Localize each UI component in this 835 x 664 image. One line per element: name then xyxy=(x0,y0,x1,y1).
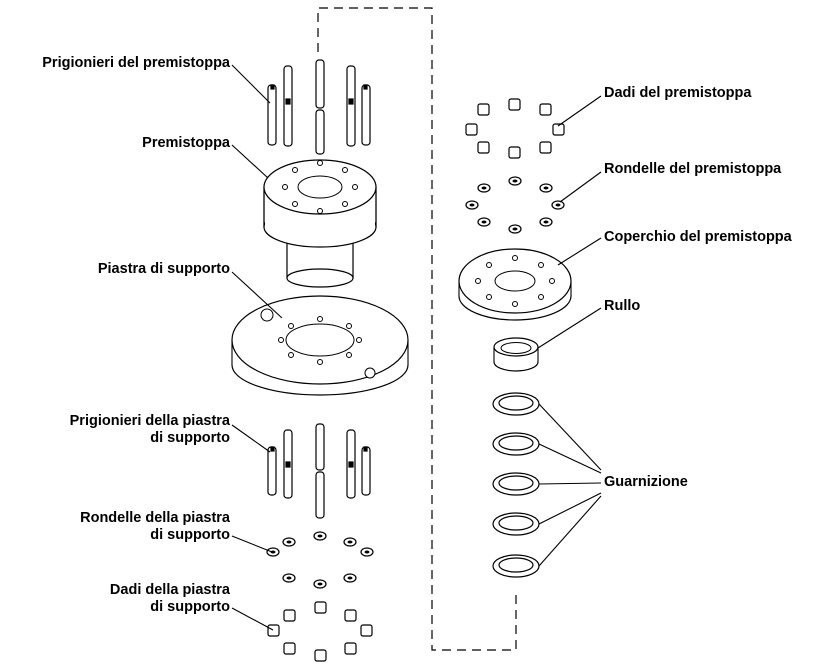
label-support-plate-washers-line2: di supporto xyxy=(150,527,230,543)
label-support-plate-washers-line1: Rondelle della piastra xyxy=(80,510,230,526)
label-gland-washers: Rondelle del premistoppa xyxy=(604,161,782,177)
gland-studs xyxy=(267,59,371,155)
label-support-plate-nuts-line1: Dadi della piastra xyxy=(109,582,230,598)
roller xyxy=(493,337,539,372)
label-gland-studs: Prigionieri del premistoppa xyxy=(42,55,230,71)
label-support-plate-nuts-line2: di supporto xyxy=(150,599,230,615)
support-plate-washers xyxy=(266,531,374,589)
support-plate xyxy=(231,295,409,396)
support-plate-nuts xyxy=(267,601,373,662)
label-support-plate-studs-line2: di supporto xyxy=(150,430,230,446)
label-support-plate: Piastra di supporto xyxy=(97,261,230,277)
gland-cover xyxy=(458,248,572,321)
gland-nuts xyxy=(465,98,565,159)
gland-washers xyxy=(465,176,565,234)
gland xyxy=(263,159,377,288)
support-plate-studs xyxy=(267,423,371,519)
label-gland-nuts: Dadi del premistoppa xyxy=(604,85,752,101)
assembly-path-dashed xyxy=(317,7,517,651)
label-gland: Premistoppa xyxy=(142,135,230,151)
label-roller: Rullo xyxy=(604,298,641,314)
label-support-plate-studs-line1: Prigionieri della piastra xyxy=(69,413,230,429)
label-gland-cover: Coperchio del premistoppa xyxy=(604,229,792,245)
leader-lines xyxy=(231,64,602,631)
packing-rings xyxy=(492,392,540,578)
label-packing: Guarnizione xyxy=(604,474,688,490)
